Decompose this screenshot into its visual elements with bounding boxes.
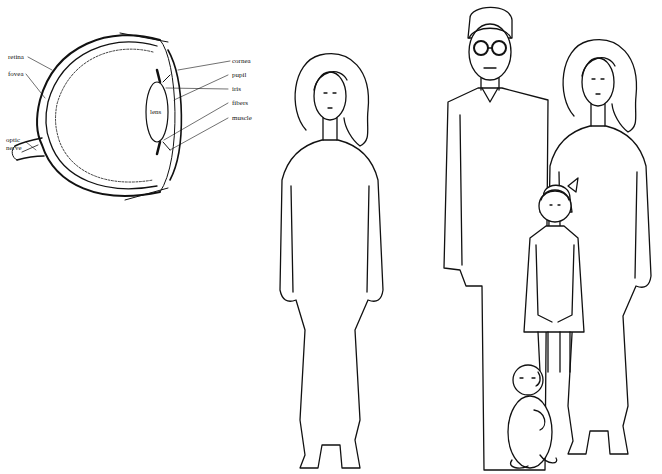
part-label: iris bbox=[232, 85, 262, 93]
part-label: lens bbox=[150, 108, 170, 116]
part-label: fovea bbox=[8, 70, 38, 78]
eye-section bbox=[12, 33, 230, 200]
girl-figure bbox=[524, 178, 584, 372]
part-label: optic nerve bbox=[6, 136, 28, 152]
part-label: cornea bbox=[232, 57, 262, 65]
part-label: retina bbox=[8, 53, 38, 61]
part-label: muscle bbox=[232, 114, 262, 122]
part-label: fibers bbox=[232, 99, 262, 107]
part-label: pupil bbox=[232, 71, 262, 79]
baby-figure bbox=[508, 365, 557, 468]
woman-figure bbox=[280, 54, 383, 468]
